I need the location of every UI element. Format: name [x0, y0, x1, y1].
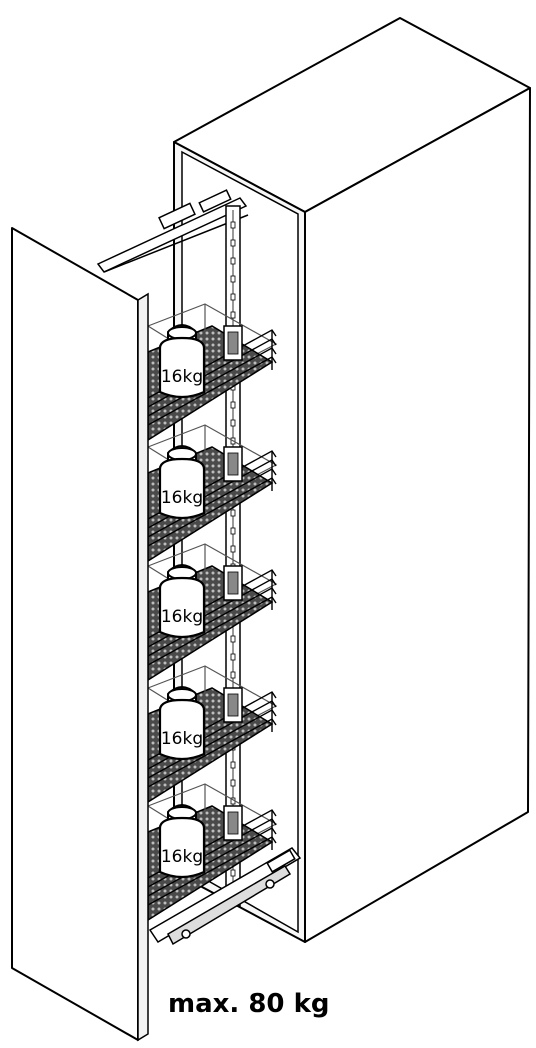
weight-label: 16kg — [161, 367, 203, 387]
column-hole — [230, 293, 236, 301]
weight-label: 16kg — [161, 729, 203, 749]
cabinet-side — [304, 87, 531, 943]
max-load-caption: max. 80 kg — [168, 989, 330, 1019]
column-hole — [230, 779, 236, 787]
column-hole — [230, 221, 236, 229]
column-hole — [230, 635, 236, 643]
basket: 16kg — [146, 303, 278, 442]
top-runner — [96, 189, 249, 273]
column-hole — [230, 761, 236, 769]
column-hole — [230, 257, 236, 265]
column-hole — [230, 545, 236, 553]
weight-icon: 16kg — [158, 686, 206, 761]
basket: 16kg — [146, 543, 278, 682]
basket-clip-insert — [227, 811, 239, 835]
column-hole — [230, 653, 236, 661]
weight-icon: 16kg — [158, 445, 206, 520]
door-panel — [11, 227, 139, 1041]
basket-clip-insert — [227, 452, 239, 476]
baskets: 16kg 16kg 16kg 16kg 16kg — [146, 303, 278, 922]
basket-clip-insert — [227, 331, 239, 355]
bottom-runner — [148, 847, 302, 946]
weight-icon: 16kg — [158, 564, 206, 639]
door-edge — [137, 292, 149, 1042]
column-hole — [230, 239, 236, 247]
column-hole — [230, 419, 236, 427]
column-hole — [230, 671, 236, 679]
basket: 16kg — [146, 424, 278, 563]
weight-icon: 16kg — [158, 804, 206, 879]
basket: 16kg — [146, 783, 278, 922]
basket-clip-insert — [227, 693, 239, 717]
column-hole — [230, 527, 236, 535]
column-hole — [230, 311, 236, 319]
weight-label: 16kg — [161, 607, 203, 627]
weight-label: 16kg — [161, 488, 203, 508]
weight-icon: 16kg — [158, 324, 206, 399]
column-hole — [230, 869, 236, 877]
basket-clip-insert — [227, 571, 239, 595]
column-hole — [230, 275, 236, 283]
column-hole — [230, 509, 236, 517]
basket: 16kg — [146, 665, 278, 804]
weight-label: 16kg — [161, 847, 203, 867]
column-hole — [230, 401, 236, 409]
